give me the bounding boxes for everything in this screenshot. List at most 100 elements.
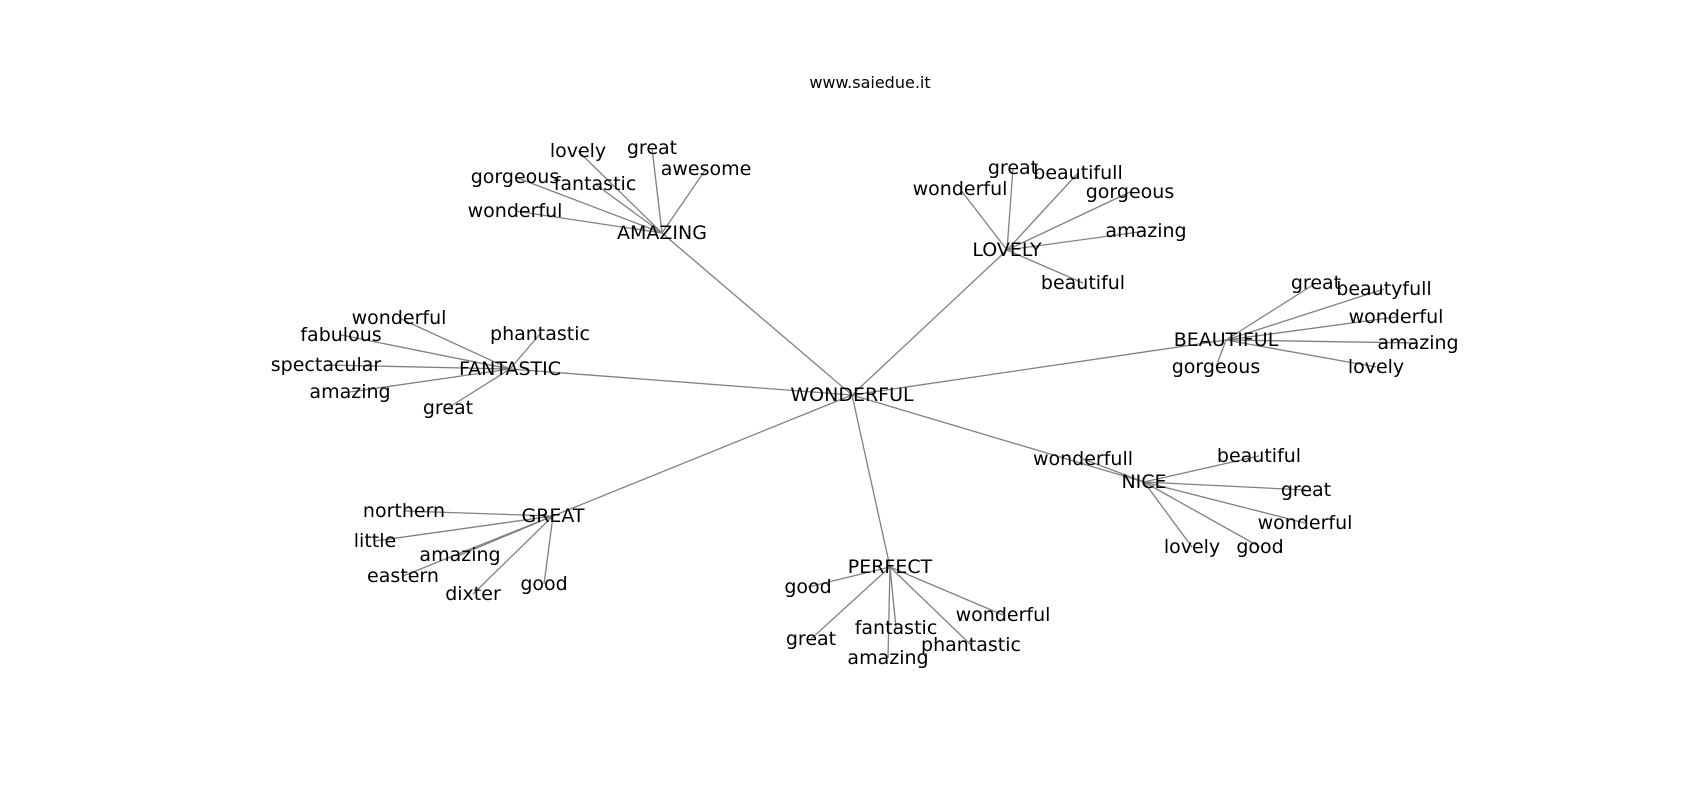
leaf-node-great-dixter: dixter xyxy=(445,583,501,605)
edge-amazing-lovely xyxy=(577,150,663,234)
leaf-node-nice-wonderful: wonderful xyxy=(1258,512,1353,534)
hub-node-great: GREAT xyxy=(521,505,584,527)
edge-beautiful-wonderful xyxy=(1225,316,1397,341)
edge-fantastic-phantastic xyxy=(509,333,541,370)
leaf-node-perfect-fantastic: fantastic xyxy=(855,617,938,639)
hub-node-amazing: AMAZING xyxy=(617,222,707,244)
edge-great-good xyxy=(543,515,554,585)
edge-lovely-wonderful xyxy=(959,188,1008,251)
site-caption: www.saiedue.it xyxy=(809,73,930,92)
leaf-node-beautiful-wonderful: wonderful xyxy=(1349,306,1444,328)
edge-beautiful-gorgeous xyxy=(1215,339,1227,368)
leaf-node-lovely-beautiful: beautiful xyxy=(1041,272,1125,294)
edge-perfect-wonderful xyxy=(889,566,1004,616)
edge-root-perfect xyxy=(851,394,891,568)
leaf-node-perfect-amazing: amazing xyxy=(847,647,928,669)
edge-fantastic-spectacular xyxy=(325,364,511,370)
leaf-node-lovely-beautifull: beautifull xyxy=(1033,162,1122,184)
edge-amazing-great xyxy=(651,147,663,234)
edge-perfect-great xyxy=(810,566,891,640)
edge-amazing-wonderful xyxy=(514,210,663,234)
leaf-node-perfect-phantastic: phantastic xyxy=(921,634,1021,656)
leaf-node-fantastic-wonderful: wonderful xyxy=(352,307,447,329)
edge-fantastic-fabulous xyxy=(340,334,511,370)
leaf-node-perfect-great: great xyxy=(786,628,836,650)
edge-great-northern xyxy=(403,510,554,517)
edge-amazing-awesome xyxy=(661,168,707,234)
leaf-node-nice-lovely: lovely xyxy=(1164,536,1220,558)
edge-fantastic-wonderful xyxy=(398,317,511,370)
edge-beautiful-great xyxy=(1225,282,1317,341)
root-node: WONDERFUL xyxy=(790,384,914,406)
edge-beautiful-beautyfull xyxy=(1225,288,1385,341)
edges-layer xyxy=(325,147,1419,659)
leaf-node-fantastic-amazing: amazing xyxy=(309,381,390,403)
edge-perfect-good xyxy=(807,566,891,588)
edge-lovely-beautifull xyxy=(1006,172,1079,251)
edge-nice-lovely xyxy=(1143,481,1193,548)
leaf-node-amazing-awesome: awesome xyxy=(661,158,752,180)
edge-root-lovely xyxy=(851,249,1008,396)
edge-root-great xyxy=(552,394,853,517)
leaf-node-fantastic-fabulous: fabulous xyxy=(300,324,381,346)
leaf-node-fantastic-phantastic: phantastic xyxy=(490,323,590,345)
edge-nice-wonderfull xyxy=(1082,458,1145,483)
leaf-node-beautiful-beautyfull: beautyfull xyxy=(1336,278,1431,300)
hub-node-lovely: LOVELY xyxy=(972,239,1042,261)
edge-great-dixter xyxy=(472,515,554,595)
leaf-node-amazing-lovely: lovely xyxy=(550,140,606,162)
leaf-node-beautiful-gorgeous: gorgeous xyxy=(1172,356,1260,378)
leaf-node-lovely-amazing: amazing xyxy=(1105,220,1186,242)
leaf-node-fantastic-spectacular: spectacular xyxy=(271,354,382,376)
leaf-node-lovely-gorgeous: gorgeous xyxy=(1086,181,1174,203)
leaf-node-beautiful-amazing: amazing xyxy=(1377,332,1458,354)
leaf-node-great-amazing: amazing xyxy=(419,544,500,566)
edge-lovely-gorgeous xyxy=(1006,191,1131,251)
edge-beautiful-amazing xyxy=(1225,339,1419,344)
leaf-node-amazing-gorgeous: gorgeous xyxy=(471,166,559,188)
hub-node-fantastic: FANTASTIC xyxy=(459,358,561,380)
leaf-node-great-good: good xyxy=(520,573,567,595)
leaf-node-great-northern: northern xyxy=(363,500,445,522)
edge-fantastic-amazing xyxy=(349,368,511,393)
edge-nice-wonderful xyxy=(1143,481,1306,524)
edge-root-nice xyxy=(851,394,1145,483)
leaf-node-great-little: little xyxy=(354,530,396,552)
leaf-node-nice-great: great xyxy=(1281,479,1331,501)
edge-perfect-phantastic xyxy=(889,566,972,646)
edge-nice-good xyxy=(1143,481,1261,548)
edge-root-amazing xyxy=(661,232,853,396)
edge-great-little xyxy=(374,515,554,542)
leaf-node-perfect-good: good xyxy=(784,576,831,598)
edge-perfect-fantastic xyxy=(889,566,897,629)
edge-nice-beautiful xyxy=(1143,455,1260,483)
leaf-node-lovely-wonderful: wonderful xyxy=(913,178,1008,200)
leaf-node-nice-wonderfull: wonderfull xyxy=(1033,448,1133,470)
leaf-node-amazing-wonderful: wonderful xyxy=(468,200,563,222)
edge-beautiful-lovely xyxy=(1225,339,1377,368)
edge-root-beautiful xyxy=(851,339,1227,396)
edge-amazing-gorgeous xyxy=(514,176,663,234)
leaf-node-perfect-wonderful: wonderful xyxy=(956,604,1051,626)
leaf-node-amazing-great: great xyxy=(627,137,677,159)
leaf-node-amazing-fantastic: fantastic xyxy=(554,173,637,195)
leaf-node-nice-good: good xyxy=(1236,536,1283,558)
edge-great-eastern xyxy=(402,515,554,577)
hub-node-nice: NICE xyxy=(1121,471,1166,493)
edge-amazing-fantastic xyxy=(594,183,663,234)
leaf-node-lovely-great: great xyxy=(988,157,1038,179)
hub-node-beautiful: BEAUTIFUL xyxy=(1174,329,1279,351)
edge-lovely-beautiful xyxy=(1006,249,1084,284)
edge-nice-great xyxy=(1143,481,1307,491)
edge-fantastic-great xyxy=(447,368,511,409)
leaf-node-great-eastern: eastern xyxy=(367,565,439,587)
edge-lovely-great xyxy=(1006,167,1014,251)
leaf-node-beautiful-great: great xyxy=(1291,272,1341,294)
edge-root-fantastic xyxy=(509,368,853,396)
edge-perfect-amazing xyxy=(887,566,891,659)
leaf-node-beautiful-lovely: lovely xyxy=(1348,356,1404,378)
edge-lovely-amazing xyxy=(1006,230,1147,251)
